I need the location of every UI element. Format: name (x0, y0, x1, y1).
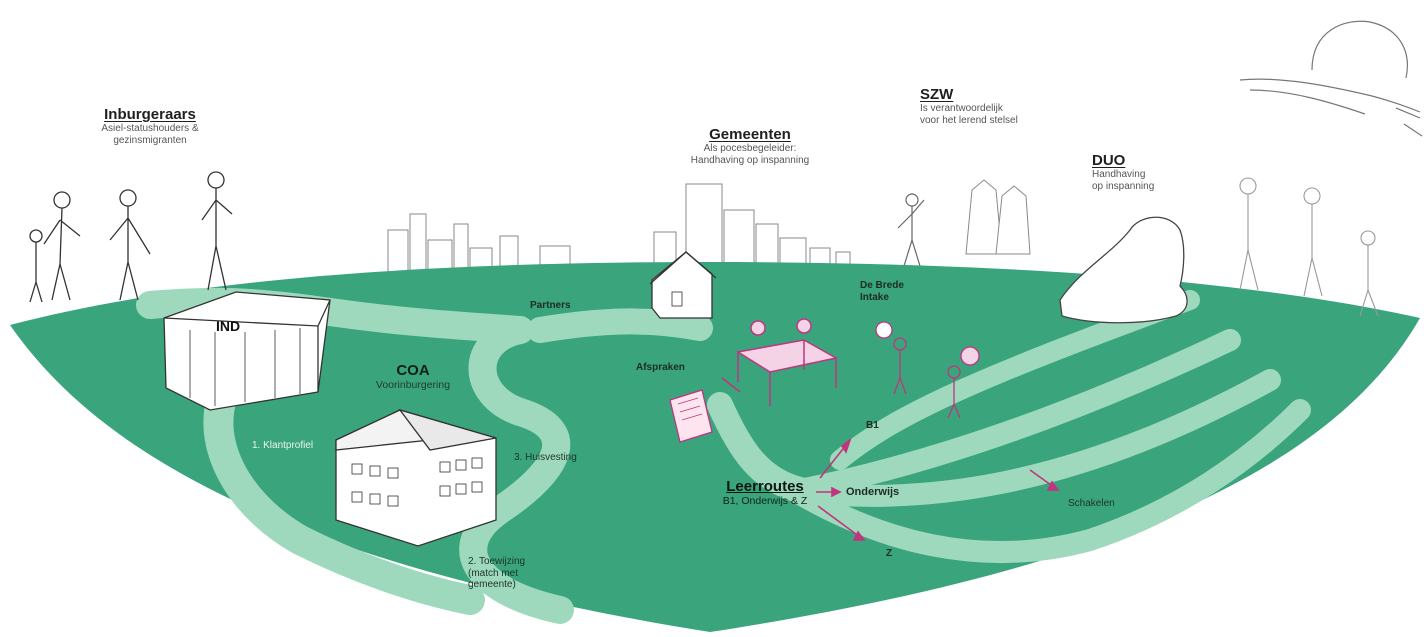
pink-figures (875, 321, 980, 419)
route-onderwijs-label: Onderwijs (846, 486, 900, 498)
step-huisvesting: 3. Huisvesting (514, 452, 577, 463)
afspraken-sign (669, 389, 713, 443)
brede-intake-line-1: De Brede (860, 280, 904, 291)
leerroutes-subtitle: B1, Onderwijs & Z (722, 495, 808, 508)
skyline-sketch (387, 179, 1031, 283)
coa-building (335, 408, 497, 547)
duo-label: DUO Handhaving op inspanning (1092, 152, 1192, 192)
intake-table (735, 318, 839, 406)
szw-subtitle-1: Is verantwoordelijk (920, 103, 1003, 115)
route-b1-label: B1 (866, 420, 879, 431)
coa-subtitle: Voorinburgering (375, 379, 451, 392)
leerroutes-title: Leerroutes (726, 478, 804, 495)
ind-building (163, 291, 331, 411)
step-toewijzing-line-3: gemeente) (468, 579, 516, 590)
inburgeraars-subtitle-1: Asiel-statushouders & (101, 123, 199, 135)
szw-title: SZW (920, 86, 954, 103)
sun-icon (1239, 20, 1423, 137)
ind-label: IND (216, 318, 241, 334)
step-toewijzing-line-1: 2. Toewijzing (468, 556, 526, 567)
route-schakelen-label: Schakelen (1068, 498, 1115, 509)
coa-title: COA (396, 362, 430, 379)
gemeenten-subtitle-1: Als pocesbegeleider: (703, 143, 797, 155)
step-klantprofiel: 1. Klantprofiel (252, 440, 314, 451)
szw-label: SZW Is verantwoordelijk voor het lerend … (920, 86, 1070, 126)
gemeente-house (649, 251, 717, 319)
brede-intake-label: De Brede Intake (860, 280, 904, 303)
coa-label: COA Voorinburgering (358, 362, 468, 391)
afspraken-label: Afspraken (636, 362, 685, 373)
step-toewijzing-line-2: (match met (468, 567, 519, 579)
gemeenten-title: Gemeenten (709, 126, 791, 143)
inburgeraars-figures (29, 171, 233, 303)
duo-building (1059, 216, 1188, 324)
partners-label: Partners (530, 300, 571, 311)
learning-paths (136, 287, 1311, 624)
brede-intake-line-2: Intake (860, 291, 889, 303)
route-z-label: Z (886, 548, 893, 559)
inburgeraars-title: Inburgeraars (104, 106, 196, 123)
szw-person-figure (897, 193, 925, 267)
duo-title: DUO (1092, 152, 1126, 169)
step-toewijzing: 2. Toewijzing (match met gemeente) (468, 556, 525, 591)
gemeenten-label: Gemeenten Als pocesbegeleider: Handhavin… (660, 126, 840, 166)
inburgeraars-subtitle-2: gezinsmigranten (113, 134, 187, 146)
inburgeraars-label: Inburgeraars Asiel-statushouders & gezin… (70, 106, 230, 146)
route-arrows (721, 377, 1060, 541)
people-sketch-right (1239, 177, 1379, 317)
szw-subtitle-2: voor het lerend stelsel (920, 114, 1018, 126)
duo-subtitle-1: Handhaving (1092, 169, 1146, 181)
gemeenten-subtitle-2: Handhaving op inspanning (690, 154, 810, 166)
leerroutes-label: Leerroutes B1, Onderwijs & Z (690, 478, 840, 507)
duo-subtitle-2: op inspanning (1092, 180, 1155, 192)
